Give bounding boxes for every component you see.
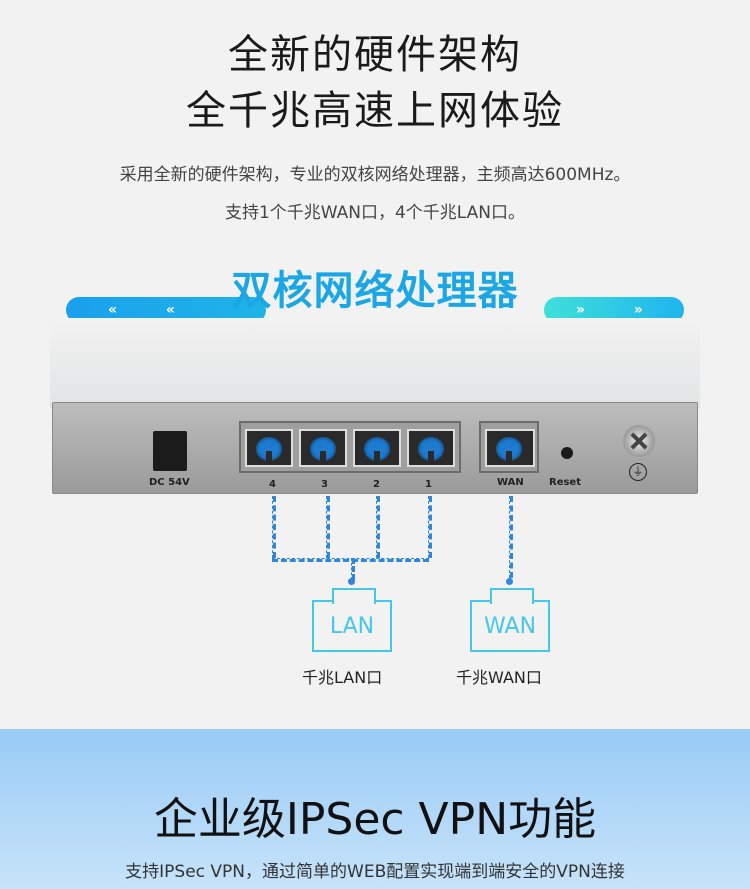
description-line-2: 支持1个千兆WAN口，4个千兆LAN口。: [224, 203, 526, 223]
title-line-1: 全新的硬件架构: [228, 32, 522, 78]
lan-port-icon: LAN: [312, 588, 392, 652]
lan-wire-dot: [348, 578, 355, 585]
lan-wire-1: [428, 496, 432, 558]
vpn-description: 支持IPSec VPN，通过简单的WEB配置实现端到端安全的VPN连接: [125, 862, 625, 882]
lan-port-3: [299, 429, 347, 467]
lan-wire-join: [272, 558, 429, 562]
wan-port: [485, 429, 535, 467]
wan-port-label: WAN: [497, 477, 524, 488]
reset-label: Reset: [549, 477, 581, 488]
lan-wire-down: [351, 558, 355, 580]
lan-port-2: [353, 429, 401, 467]
lan-wire-4: [272, 496, 276, 558]
router-top-shadow: [50, 318, 700, 408]
description-line-1: 采用全新的硬件架构，专业的双核网络处理器，主频高达600MHz。: [119, 165, 631, 185]
wan-port-icon: WAN: [470, 588, 550, 652]
lan-port-1: [407, 429, 455, 467]
dc-power-jack: [153, 431, 187, 471]
reset-button: [561, 447, 573, 459]
title-line-2: 全千兆高速上网体验: [186, 88, 564, 134]
lan-port-number: 4: [269, 479, 276, 490]
vpn-section: 企业级IPSec VPN功能 支持IPSec VPN，通过简单的WEB配置实现端…: [0, 729, 750, 889]
dc-label: DC 54V: [149, 477, 190, 488]
vpn-title: 企业级IPSec VPN功能: [153, 794, 597, 845]
hero-section: 全新的硬件架构 全千兆高速上网体验 采用全新的硬件架构，专业的双核网络处理器，主…: [0, 0, 750, 729]
lan-port-4: [245, 429, 293, 467]
lan-wire-2: [376, 496, 380, 558]
wan-wire-dot: [506, 578, 513, 585]
router-back-panel: DC 54V 4 3 2 1 WAN Reset ⏚: [52, 402, 698, 494]
wan-caption: 千兆WAN口: [456, 668, 542, 687]
dual-core-banner: 双核网络处理器: [231, 268, 519, 314]
lan-port-number: 3: [321, 479, 328, 490]
lan-port-group: [239, 421, 461, 473]
wan-port-group: [479, 421, 539, 473]
lan-wire-3: [326, 496, 330, 558]
ground-screw-icon: [623, 425, 655, 457]
lan-port-number: 2: [373, 479, 380, 490]
ground-symbol-icon: ⏚: [629, 463, 647, 481]
wan-wire: [509, 496, 513, 578]
lan-port-number: 1: [425, 479, 432, 490]
lan-caption: 千兆LAN口: [302, 668, 383, 687]
